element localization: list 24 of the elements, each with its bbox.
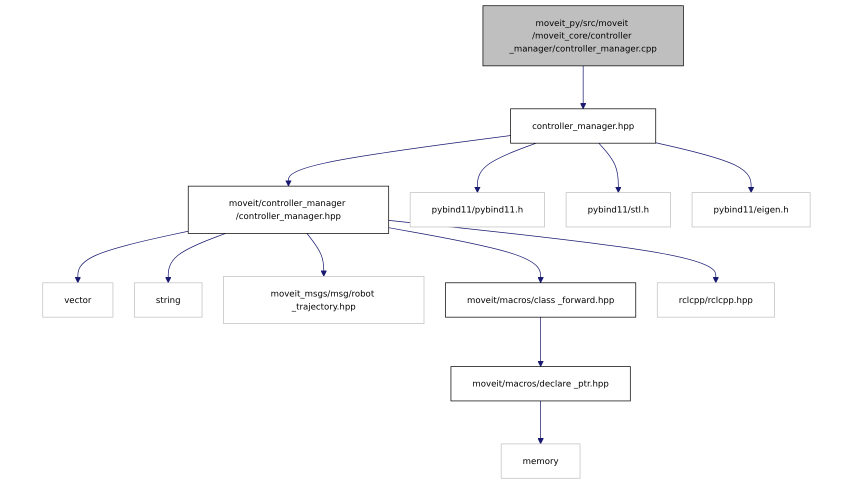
arrow xyxy=(474,142,536,193)
node-box: pybind11/pybind11.h xyxy=(409,192,545,228)
arrow xyxy=(284,135,510,186)
node-box: pybind11/stl.h xyxy=(565,192,670,228)
node-box: moveit/controller_manager /controller_manager.hpp xyxy=(187,186,389,234)
node-box: memory xyxy=(500,444,580,479)
arrow xyxy=(388,227,544,284)
arrow xyxy=(537,400,544,444)
node-box: pybind11/eigen.h xyxy=(691,192,810,228)
node-box: moveit_msgs/msg/robot _trajectory.hpp xyxy=(222,276,424,324)
node-box: vector xyxy=(42,282,113,318)
node-box: moveit/macros/class _forward.hpp xyxy=(444,282,636,318)
arrow xyxy=(306,233,326,277)
arrow xyxy=(598,142,622,193)
arrow xyxy=(580,66,586,110)
arrow xyxy=(537,316,544,367)
arrow xyxy=(654,142,754,193)
arrow xyxy=(164,233,226,284)
arrow xyxy=(74,230,188,284)
node-box: rclcpp/rclcpp.hpp xyxy=(656,282,774,318)
node-box: moveit_py/src/moveit /moveit_core/controller _manager/controller_manager.cpp xyxy=(482,5,684,66)
node-box: string xyxy=(134,282,202,318)
node-box: controller_manager.hpp xyxy=(510,108,656,144)
node-box: moveit/macros/declare _ptr.hpp xyxy=(450,366,630,402)
